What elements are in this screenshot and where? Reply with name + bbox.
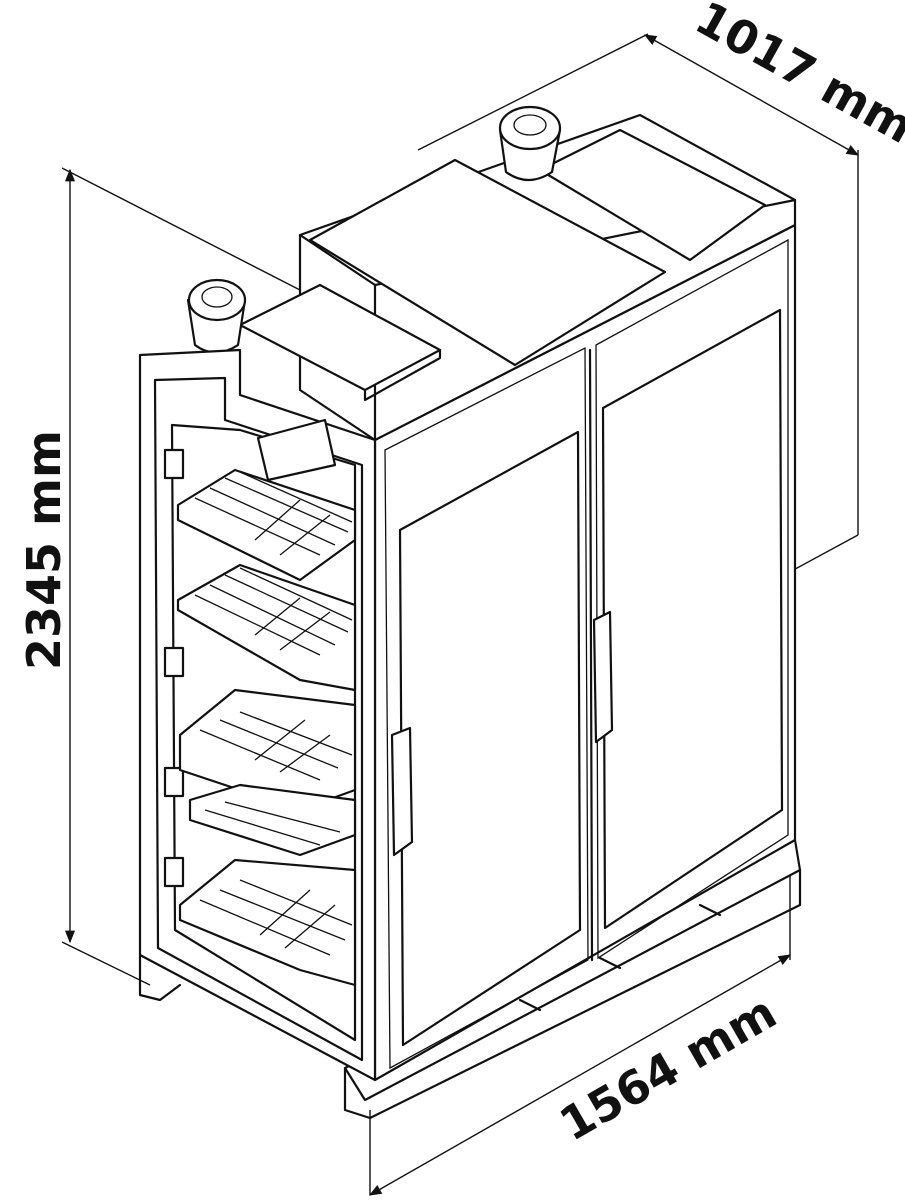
top-unit-front-side [363, 348, 442, 402]
height-extension-bottom [61, 941, 151, 986]
left-door-handle [390, 726, 414, 857]
width-dimension-label: 1564 mm [551, 985, 786, 1152]
depth-dimension-line [643, 34, 860, 156]
left-door-outer [384, 346, 589, 1070]
fan-right-hub [513, 114, 547, 136]
depth-extension-left [417, 33, 649, 151]
wire-shelf-upper-wires [194, 471, 353, 556]
right-door-glass [601, 308, 784, 930]
wire-shelf-upper-cross [254, 499, 331, 556]
left-door-glass [398, 430, 582, 1047]
wire-basket-lower-wires [204, 801, 341, 846]
hinge-top [163, 448, 185, 480]
door-divider [588, 348, 594, 962]
right-door-outer [595, 238, 789, 960]
height-dimension-label: 2345 mm [17, 430, 71, 670]
wire-basket-upper [178, 688, 357, 812]
fan-right-top [498, 105, 562, 151]
wire-basket-floor [178, 858, 357, 987]
wire-basket-upper-wires [199, 711, 353, 781]
wire-shelf-middle-cross [254, 597, 331, 651]
fan-left-top [187, 278, 247, 322]
base-foot-front [343, 868, 802, 1120]
wire-basket-lower [188, 783, 357, 857]
cabinet-body [138, 113, 802, 1120]
base-foot-details [518, 903, 722, 1012]
height-extension-top [61, 167, 301, 291]
evaporator-box [256, 418, 337, 482]
fan-left [186, 278, 247, 354]
wire-shelf-upper-frame [176, 468, 357, 582]
dimension-lines [61, 33, 860, 1196]
wire-shelf-upper [176, 468, 357, 582]
top-unit-left [308, 158, 667, 367]
hinge-lower [163, 766, 185, 798]
right-door-handle [592, 610, 614, 744]
wire-shelf-middle-frame [176, 563, 357, 692]
wire-shelf-middle-wires [194, 567, 353, 656]
wire-basket-floor-wires [199, 879, 353, 956]
wire-basket-lower-frame [188, 783, 357, 857]
fan-right [498, 105, 562, 182]
fan-left-hub [201, 286, 233, 308]
top-unit-right [538, 128, 767, 262]
width-dimension-line [368, 954, 792, 1196]
hinge-bottom [163, 856, 185, 888]
base-foot-left [138, 953, 182, 1002]
hinge-middle [163, 646, 185, 678]
wire-shelf-middle [176, 563, 357, 692]
